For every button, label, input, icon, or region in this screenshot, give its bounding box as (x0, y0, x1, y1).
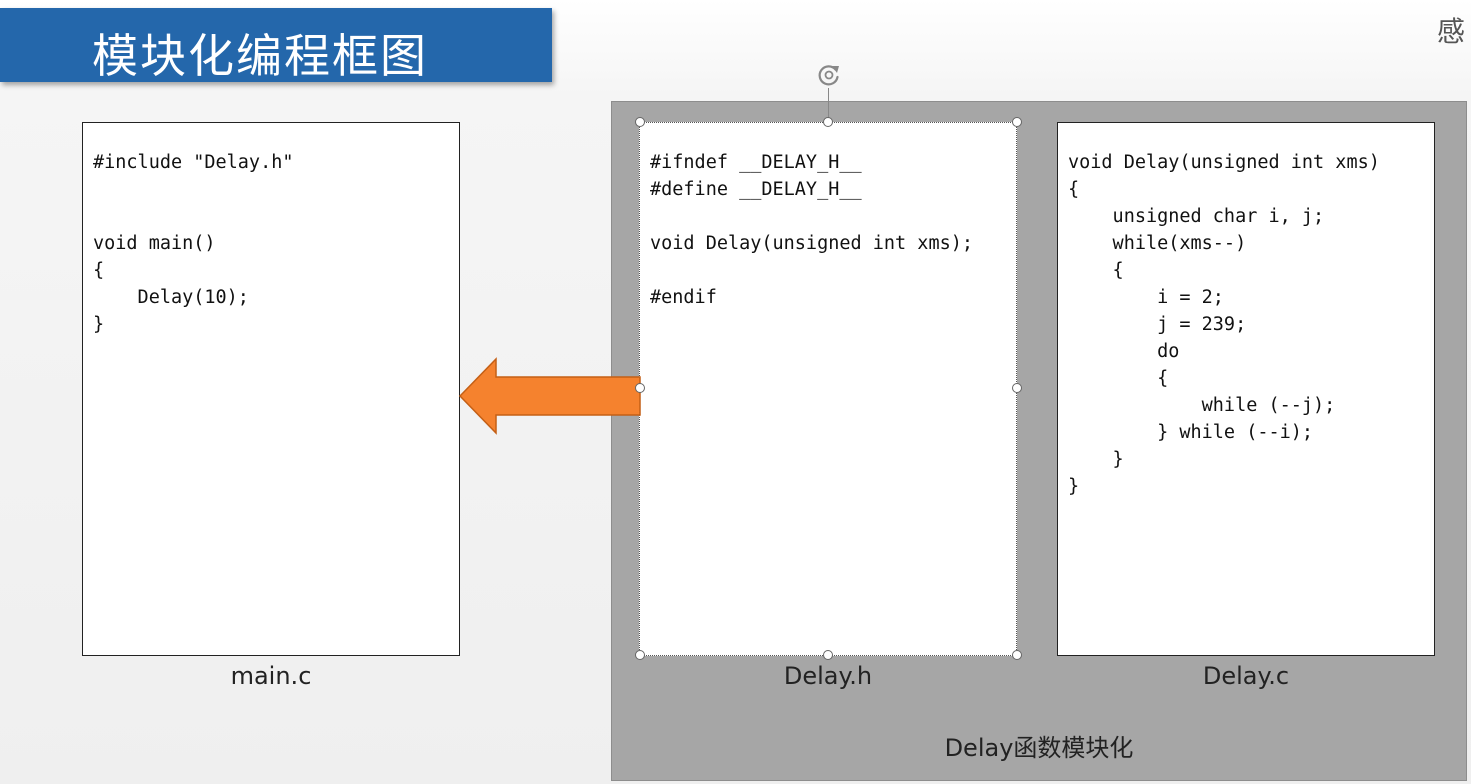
rotate-handle-line (828, 88, 829, 120)
delay-module-caption: Delay函数模块化 (944, 734, 1134, 762)
main-c-code: #include "Delay.h" void main() { Delay(1… (93, 152, 294, 335)
delay-h-caption: Delay.h (783, 662, 873, 690)
delay-h-code: #ifndef __DELAY_H__ #define __DELAY_H__ … (650, 152, 974, 308)
delay-c-caption: Delay.c (1202, 662, 1290, 690)
selection-handle[interactable] (823, 650, 833, 660)
slide-title: 模块化编程框图 (92, 29, 428, 83)
selection-handle[interactable] (635, 650, 645, 660)
selection-handle[interactable] (1012, 650, 1022, 660)
rotate-handle-icon[interactable] (815, 61, 843, 89)
corner-partial-text: 感 (1437, 15, 1466, 48)
selection-handle[interactable] (635, 383, 645, 393)
selection-handle[interactable] (1012, 117, 1022, 127)
left-arrow-icon[interactable] (458, 356, 642, 436)
delay-c-panel[interactable]: void Delay(unsigned int xms) { unsigned … (1057, 122, 1435, 656)
selection-handle[interactable] (823, 117, 833, 127)
delay-h-panel[interactable]: #ifndef __DELAY_H__ #define __DELAY_H__ … (639, 122, 1017, 656)
selection-handle[interactable] (1012, 383, 1022, 393)
main-c-caption: main.c (230, 662, 312, 690)
delay-c-code: void Delay(unsigned int xms) { unsigned … (1068, 152, 1380, 497)
main-c-panel[interactable]: #include "Delay.h" void main() { Delay(1… (82, 122, 460, 656)
selection-handle[interactable] (635, 117, 645, 127)
slide-title-bar: 模块化编程框图 (0, 8, 552, 83)
